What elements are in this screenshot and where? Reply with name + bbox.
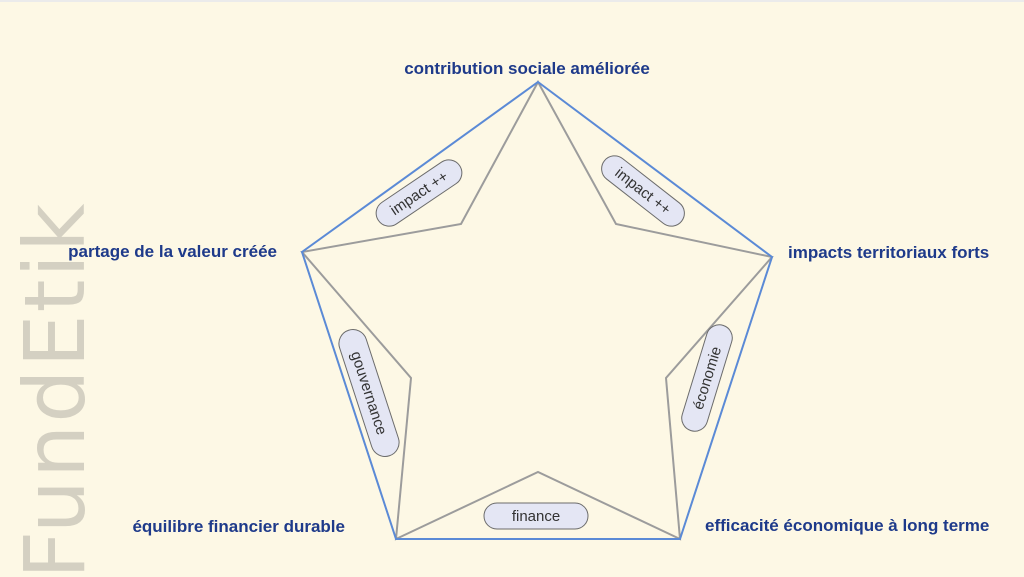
vertex-label-top: contribution sociale améliorée (404, 59, 650, 78)
edge-pill-right: économie (681, 324, 733, 432)
outer-pentagon (300, 80, 774, 540)
vertex-label-left: partage de la valeur créée (68, 242, 277, 261)
vertex-label-bottom-left: équilibre financier durable (132, 517, 345, 536)
vertex-label-bottom-right: efficacité économique à long terme (705, 516, 989, 535)
edge-pill-bottom: finance (483, 502, 589, 530)
edge-pill-left: gouvernance (338, 329, 400, 457)
inner-star (300, 79, 774, 541)
edge-pill-top-right: impact ++ (601, 155, 685, 227)
edge-pill-label: finance (512, 508, 560, 525)
vertex-label-right: impacts territoriaux forts (788, 243, 989, 262)
brand-watermark: FundEtik (6, 201, 104, 577)
